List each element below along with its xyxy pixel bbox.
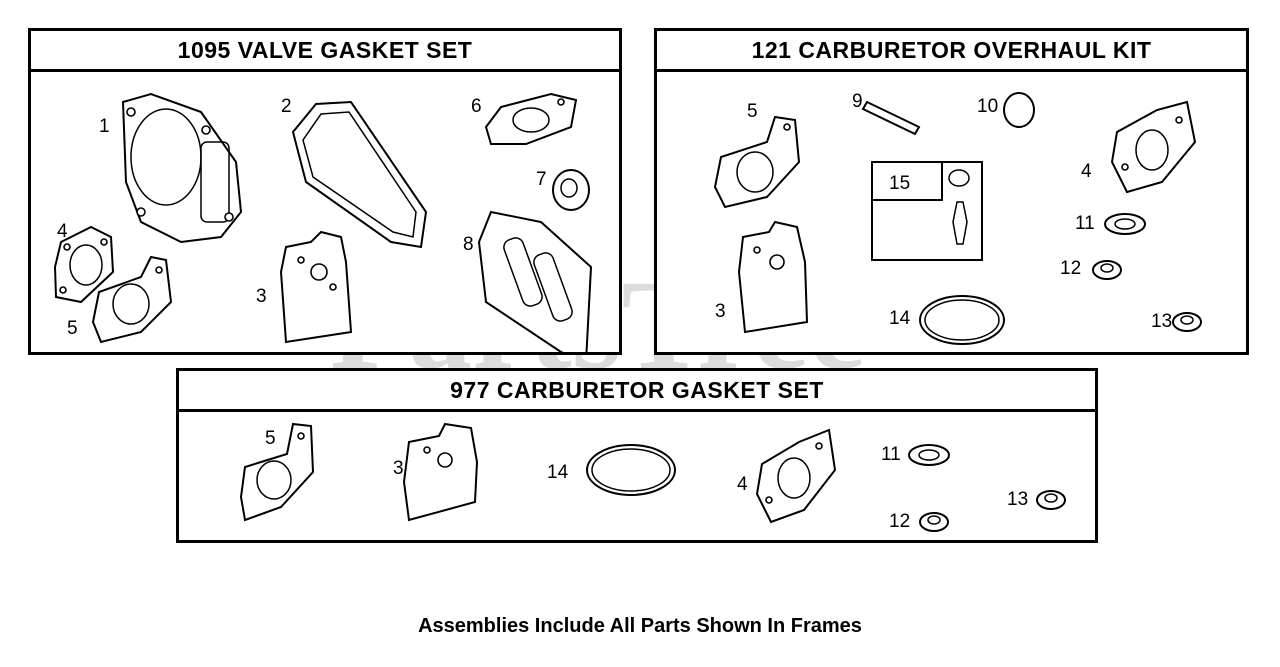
part-11-washer[interactable]: 11 bbox=[881, 444, 950, 466]
part-12-washer[interactable]: 12 bbox=[889, 511, 949, 532]
label-6: 6 bbox=[471, 96, 482, 117]
label-14: 14 bbox=[547, 462, 569, 483]
label-8: 8 bbox=[463, 234, 474, 255]
gasket-set-drawing: 5 3 14 4 11 bbox=[239, 422, 1066, 532]
panel-title: 1095 VALVE GASKET SET bbox=[31, 31, 619, 72]
part-10-plug[interactable]: 10 bbox=[977, 92, 1035, 128]
panel-title: 977 CARBURETOR GASKET SET bbox=[179, 371, 1095, 412]
label-11: 11 bbox=[1075, 213, 1095, 234]
part-7-seal[interactable]: 7 bbox=[536, 169, 590, 211]
panel-carburetor-gasket-set: 977 CARBURETOR GASKET SET 5 3 14 bbox=[176, 368, 1098, 543]
valve-gasket-drawing: 1 2 3 4 5 bbox=[53, 92, 593, 352]
label-5: 5 bbox=[67, 318, 78, 339]
part-1-head-gasket[interactable]: 1 bbox=[99, 92, 243, 244]
part-2-valve-cover-gasket[interactable]: 2 bbox=[281, 96, 428, 249]
overhaul-kit-drawing: 5 9 10 4 15 bbox=[713, 91, 1202, 345]
part-14-o-ring[interactable]: 14 bbox=[889, 295, 1005, 345]
label-5: 5 bbox=[265, 428, 276, 449]
part-4-gasket[interactable]: 4 bbox=[53, 221, 115, 304]
label-3: 3 bbox=[256, 286, 267, 307]
part-8-breather-gasket[interactable]: 8 bbox=[463, 210, 593, 352]
part-13-washer[interactable]: 13 bbox=[1007, 489, 1066, 510]
panel-valve-gasket-set: 1095 VALVE GASKET SET 1 2 3 bbox=[28, 28, 622, 355]
label-9: 9 bbox=[852, 91, 863, 112]
part-11-washer[interactable]: 11 bbox=[1075, 213, 1146, 235]
label-1: 1 bbox=[99, 116, 110, 137]
label-12: 12 bbox=[1060, 258, 1081, 279]
part-12-washer[interactable]: 12 bbox=[1060, 258, 1122, 280]
label-12: 12 bbox=[889, 511, 910, 532]
label-3: 3 bbox=[393, 458, 404, 479]
part-9-pin[interactable]: 9 bbox=[852, 91, 921, 136]
panel-carburetor-overhaul-kit: 121 CARBURETOR OVERHAUL KIT 5 9 10 4 bbox=[654, 28, 1249, 355]
label-2: 2 bbox=[281, 96, 292, 117]
part-3-plate-gasket[interactable]: 3 bbox=[715, 220, 809, 334]
label-13: 13 bbox=[1007, 489, 1028, 510]
label-11: 11 bbox=[881, 444, 901, 465]
label-14: 14 bbox=[889, 308, 911, 329]
footer-note: Assemblies Include All Parts Shown In Fr… bbox=[418, 615, 862, 637]
label-13: 13 bbox=[1151, 311, 1172, 332]
part-5-gasket[interactable]: 5 bbox=[713, 101, 801, 209]
label-3: 3 bbox=[715, 301, 726, 322]
part-5-gasket[interactable]: 5 bbox=[239, 422, 315, 522]
label-15: 15 bbox=[889, 173, 910, 194]
part-6-gasket[interactable]: 6 bbox=[471, 92, 578, 145]
part-14-o-ring[interactable]: 14 bbox=[547, 444, 676, 496]
label-4: 4 bbox=[1081, 161, 1092, 182]
part-13-washer[interactable]: 13 bbox=[1151, 311, 1202, 332]
label-4: 4 bbox=[737, 474, 748, 495]
part-3-plate-gasket[interactable]: 3 bbox=[256, 230, 353, 344]
part-4-gasket[interactable]: 4 bbox=[1081, 100, 1197, 194]
label-4: 4 bbox=[57, 221, 68, 242]
part-15-needle-and-seat[interactable]: 15 bbox=[871, 161, 983, 261]
panel-title: 121 CARBURETOR OVERHAUL KIT bbox=[657, 31, 1246, 72]
part-5-gasket[interactable]: 5 bbox=[67, 255, 173, 344]
part-4-gasket[interactable]: 4 bbox=[737, 428, 837, 524]
label-5: 5 bbox=[747, 101, 758, 122]
label-10: 10 bbox=[977, 96, 998, 117]
part-3-plate-gasket[interactable]: 3 bbox=[393, 422, 479, 522]
label-7: 7 bbox=[536, 169, 547, 190]
